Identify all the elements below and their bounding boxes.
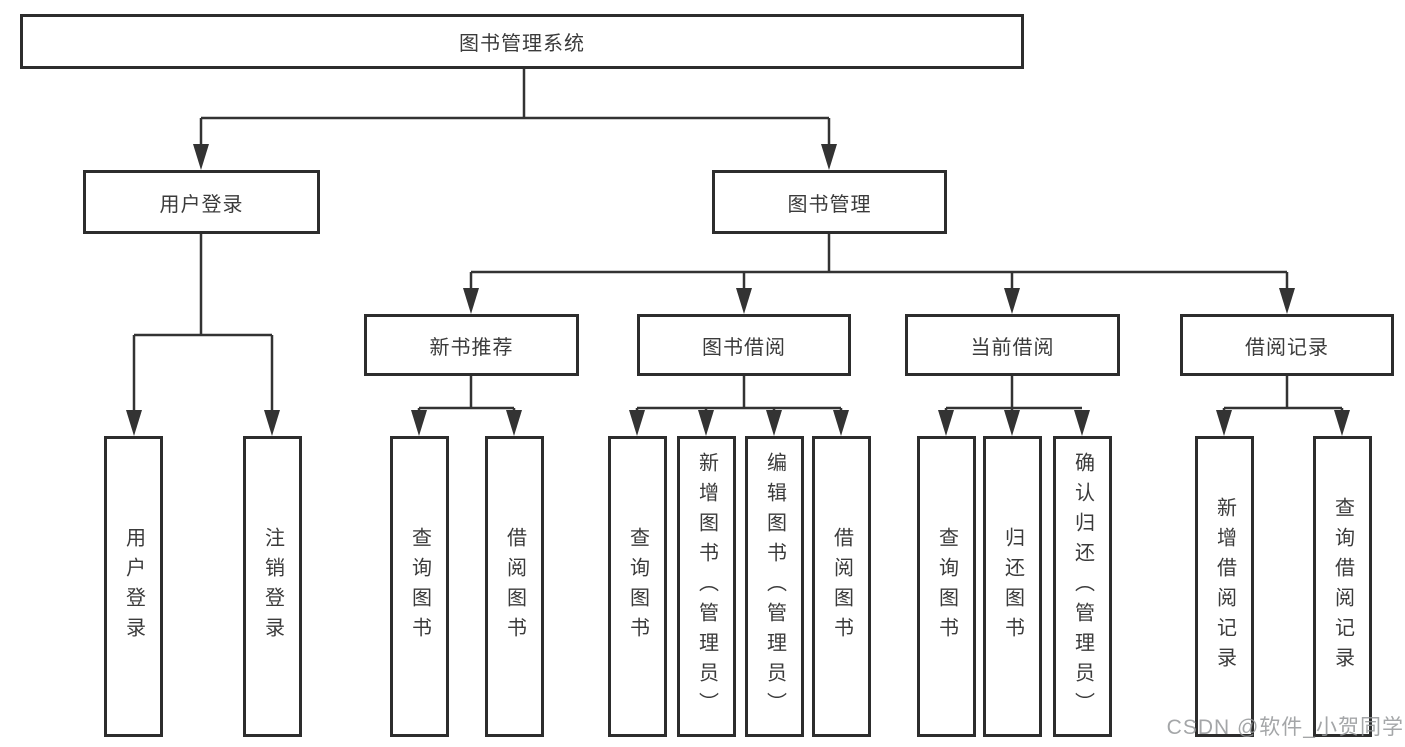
node-borrowing-records: 借阅记录 — [1180, 314, 1394, 376]
leaf-return-books-label: 归还图书 — [1001, 526, 1024, 647]
leaf-logout: 注销登录 — [243, 436, 302, 737]
node-root-system: 图书管理系统 — [20, 14, 1024, 69]
connector-root-to-level2 — [199, 69, 831, 146]
watermark-text: CSDN @软件_小贺同学 — [1166, 716, 1404, 739]
node-user-login: 用户登录 — [83, 170, 320, 234]
leaf-confirm-return-admin-label: 确认归还（管理员） — [1071, 451, 1094, 722]
leaf-borrow-books-recommend-label: 借阅图书 — [503, 526, 526, 647]
leaf-edit-books-admin: 编辑图书（管理员） — [745, 436, 804, 737]
leaf-query-books-borrowing-label: 查询图书 — [626, 526, 649, 647]
leaf-add-borrow-record-label: 新增借阅记录 — [1213, 496, 1236, 677]
node-current-borrowing-label: 当前借阅 — [970, 336, 1055, 359]
leaf-add-books-admin-label: 新增图书（管理员） — [695, 451, 718, 722]
connector-bookmgmt-to-level3 — [469, 234, 1289, 290]
leaf-add-borrow-record: 新增借阅记录 — [1195, 436, 1254, 737]
leaf-query-books-recommend: 查询图书 — [390, 436, 449, 737]
node-book-management: 图书管理 — [712, 170, 947, 234]
leaf-query-books-current: 查询图书 — [917, 436, 976, 737]
connector-records-to-leaves — [1222, 376, 1344, 412]
node-book-management-label: 图书管理 — [787, 193, 872, 216]
node-user-login-label: 用户登录 — [159, 193, 244, 216]
connector-newbook-to-leaves — [417, 376, 516, 412]
leaf-add-books-admin: 新增图书（管理员） — [677, 436, 736, 737]
leaf-confirm-return-admin: 确认归还（管理员） — [1053, 436, 1112, 737]
leaf-user-login-label: 用户登录 — [122, 526, 145, 647]
connector-userlogin-to-leaves — [132, 234, 274, 412]
leaf-borrow-books-recommend: 借阅图书 — [485, 436, 544, 737]
node-current-borrowing: 当前借阅 — [905, 314, 1120, 376]
node-borrowing-records-label: 借阅记录 — [1245, 336, 1329, 359]
leaf-query-books-current-label: 查询图书 — [935, 526, 958, 647]
leaf-logout-label: 注销登录 — [261, 526, 284, 647]
node-new-book-recommend: 新书推荐 — [364, 314, 579, 376]
leaf-query-borrow-record-label: 查询借阅记录 — [1331, 496, 1354, 677]
leaf-query-books-borrowing: 查询图书 — [608, 436, 667, 737]
connector-currentborrow-to-leaves — [944, 376, 1082, 412]
leaf-query-books-recommend-label: 查询图书 — [408, 526, 431, 647]
node-book-borrowing-label: 图书借阅 — [702, 336, 786, 359]
node-new-book-recommend-label: 新书推荐 — [429, 336, 514, 359]
leaf-user-login: 用户登录 — [104, 436, 163, 737]
node-root-label: 图书管理系统 — [459, 33, 585, 55]
leaf-query-borrow-record: 查询借阅记录 — [1313, 436, 1372, 737]
node-book-borrowing: 图书借阅 — [637, 314, 851, 376]
connector-bookborrow-to-leaves — [635, 376, 843, 412]
leaf-borrow-books-label: 借阅图书 — [830, 526, 853, 647]
leaf-edit-books-admin-label: 编辑图书（管理员） — [763, 451, 786, 722]
leaf-borrow-books: 借阅图书 — [812, 436, 871, 737]
leaf-return-books: 归还图书 — [983, 436, 1042, 737]
